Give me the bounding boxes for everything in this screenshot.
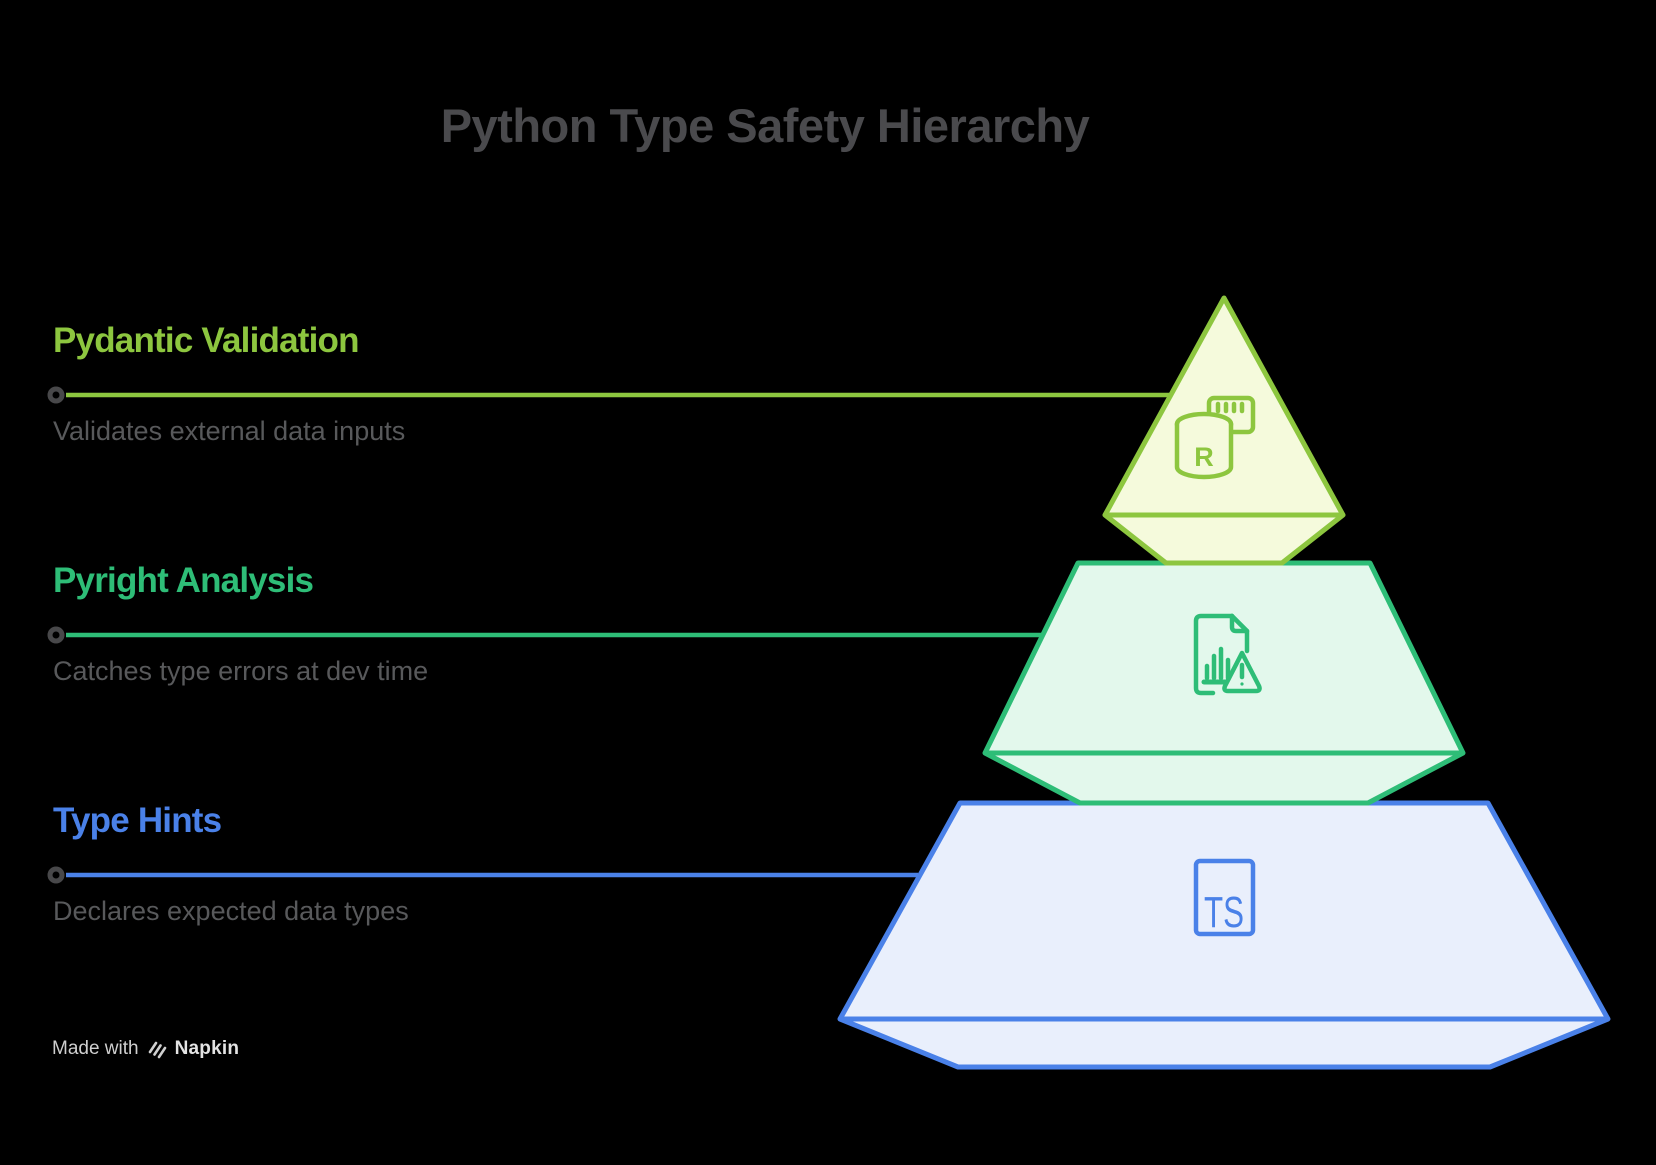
- pyramid-level-type-hints: TS: [837, 800, 1611, 1070]
- svg-text:TS: TS: [1204, 888, 1244, 937]
- watermark-brand: Napkin: [174, 1038, 240, 1059]
- leader-line-pyright: [47, 626, 1043, 644]
- document-warning-icon: [1193, 613, 1262, 696]
- leader-line-pydantic: [47, 386, 1171, 404]
- pyramid-level-pydantic-validation: R: [1102, 295, 1346, 566]
- ts-badge-icon: TS: [1193, 858, 1256, 937]
- layer-label-type-hints: Type Hints: [53, 801, 222, 840]
- svg-text:R: R: [1194, 442, 1214, 472]
- watermark-made-with: Made with: [52, 1038, 139, 1059]
- napkin-logo-icon: [148, 1041, 166, 1059]
- pyramid-level-pyright-analysis: [982, 560, 1466, 806]
- layer-description-pyright-analysis: Catches type errors at dev time: [53, 656, 429, 686]
- layer-description-type-hints: Declares expected data types: [53, 896, 409, 926]
- leader-marker-icon: [47, 386, 65, 404]
- watermark: Made with Napkin: [52, 1038, 239, 1060]
- layer-description-pydantic-validation: Validates external data inputs: [53, 416, 406, 446]
- page-title: Python Type Safety Hierarchy: [440, 99, 1090, 152]
- leader-marker-icon: [47, 866, 65, 884]
- leader-line-type-hints: [47, 866, 918, 884]
- layer-label-pydantic-validation: Pydantic Validation: [53, 321, 360, 360]
- layer-label-pyright-analysis: Pyright Analysis: [53, 561, 314, 600]
- database-validation-icon: R: [1174, 395, 1256, 480]
- leader-marker-icon: [47, 626, 65, 644]
